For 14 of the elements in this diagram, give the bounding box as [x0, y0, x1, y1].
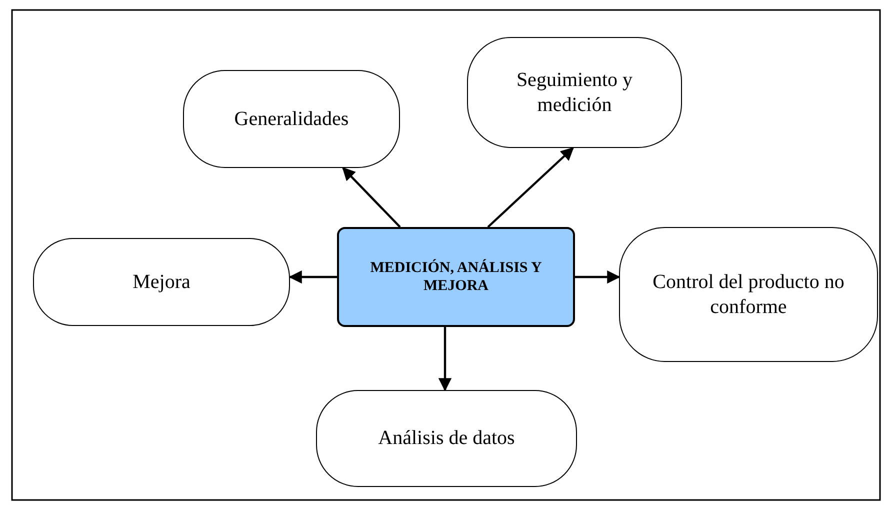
- topic-label: Seguimiento y medición: [515, 68, 634, 118]
- topic-label: Mejora: [132, 270, 192, 294]
- arrow: [575, 270, 620, 284]
- topic-label: Generalidades: [233, 106, 350, 132]
- central-topic-box: [337, 227, 575, 327]
- topic-label: Análisis de datos: [377, 426, 516, 451]
- topic-box: [619, 227, 878, 362]
- topic-title: MEDICIÓN, ANÁLISIS Y MEJORA: [369, 259, 543, 295]
- arrow: [288, 270, 337, 284]
- topic-box: [467, 37, 682, 148]
- arrow: [487, 147, 574, 228]
- arrow: [438, 327, 452, 392]
- arrow: [342, 167, 401, 228]
- topic-label: Control del producto no conforme: [652, 270, 846, 320]
